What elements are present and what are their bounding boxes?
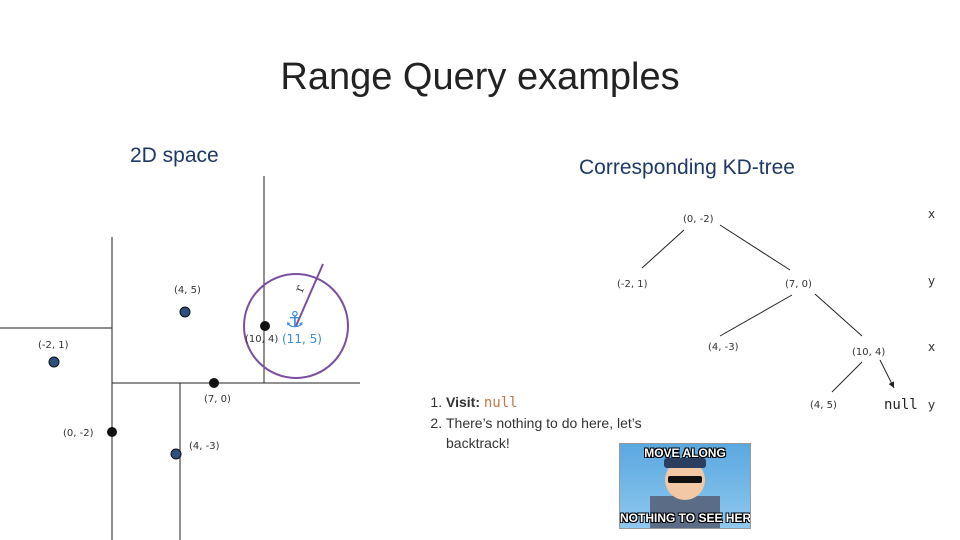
edge-n3-n4: [719, 294, 793, 337]
point-4-5-label: (4, 5): [174, 285, 201, 296]
meme-image: MOVE ALONG NOTHING TO SEE HERE: [619, 443, 751, 529]
axis-label-level-3: y: [928, 398, 935, 412]
edge-n3-n5: [814, 293, 863, 337]
point-4-m3: [170, 448, 182, 460]
radius-line: [295, 263, 324, 327]
meme-top-caption: MOVE ALONG: [644, 446, 726, 460]
space-partition: [0, 176, 360, 540]
tree-node-4-5: (4, 5): [810, 400, 837, 411]
query-region: r ⚓ (11, 5): [243, 263, 349, 379]
point-0-m2: [107, 427, 117, 437]
axis-label-level-2: x: [928, 340, 935, 354]
tree-node-10-4: (10, 4): [852, 347, 885, 358]
tree-subtitle: Corresponding KD-tree: [579, 156, 795, 179]
tree-nodes: (0, -2) (-2, 1) (7, 0) (4, -3) (10, 4) (…: [617, 214, 918, 413]
point-m2-1: [48, 356, 60, 368]
step-2: There’s nothing to do here, let’s backtr…: [446, 413, 702, 453]
radius-label: r: [292, 283, 308, 295]
tree-null-node: null: [884, 397, 918, 413]
tree-node-0-m2: (0, -2): [683, 214, 714, 225]
tree-node-4-m3: (4, -3): [708, 342, 739, 353]
steps-list: Visit: null There’s nothing to do here, …: [412, 392, 702, 453]
point-m2-1-label: (-2, 1): [38, 340, 69, 351]
tree-edges: [641, 224, 895, 393]
point-10-4: [260, 321, 270, 331]
level-axis-labels: x y x y: [928, 207, 935, 412]
axis-label-level-1: y: [928, 274, 935, 288]
point-4-m3-label: (4, -3): [189, 441, 220, 452]
tree-node-m2-1: (-2, 1): [617, 279, 648, 290]
point-0-m2-label: (0, -2): [63, 428, 94, 439]
meme-figure: [650, 458, 720, 528]
edge-n5-n6: [831, 361, 863, 393]
tree-node-7-0: (7, 0): [785, 279, 812, 290]
query-circle: [243, 273, 349, 379]
space-points: (4, 5) (10, 4) (-2, 1) (7, 0) (0, -2) (4…: [38, 285, 278, 460]
anchor-icon: ⚓: [285, 308, 305, 333]
edge-n5-null: [879, 359, 895, 389]
point-4-5: [179, 306, 191, 318]
null-code: null: [483, 395, 518, 411]
step-1: Visit: null: [446, 392, 702, 413]
edge-n1-n2: [641, 229, 685, 269]
space-subtitle: 2D space: [130, 144, 219, 167]
point-7-0: [209, 378, 219, 388]
query-point-label: (11, 5): [282, 332, 322, 346]
point-7-0-label: (7, 0): [204, 394, 231, 405]
axis-label-level-0: x: [928, 207, 935, 221]
page-title: Range Query examples: [280, 56, 680, 98]
edge-n1-n3: [719, 224, 791, 271]
meme-bottom-caption: NOTHING TO SEE HERE: [620, 511, 751, 525]
point-10-4-label: (10, 4): [245, 334, 278, 345]
